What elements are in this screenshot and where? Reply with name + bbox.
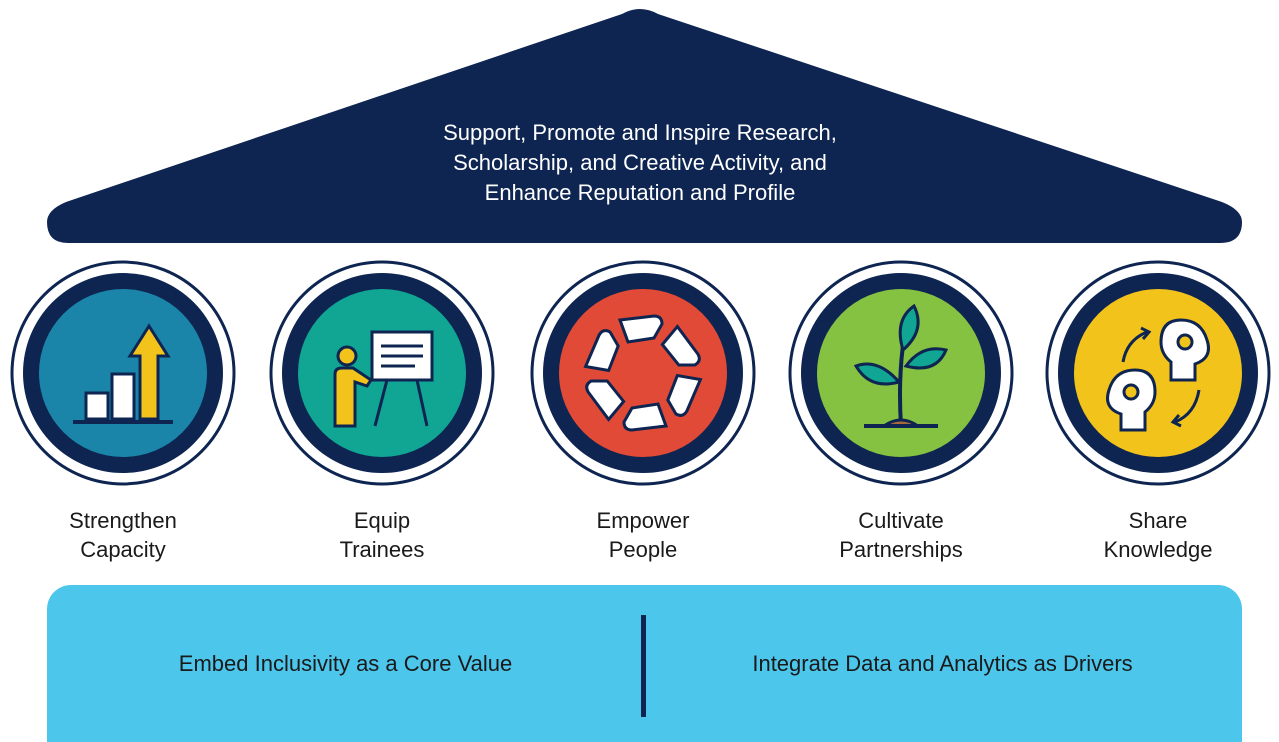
roof-line-2: Scholarship, and Creative Activity, and bbox=[453, 150, 827, 175]
growth-bar-chart-icon bbox=[73, 323, 173, 424]
pillar-badge bbox=[269, 260, 495, 486]
foundation-left-text: Embed Inclusivity as a Core Value bbox=[178, 650, 513, 676]
pillar-badge bbox=[10, 260, 236, 486]
pillar-equip-trainees: Equip Trainees bbox=[267, 258, 497, 564]
roof-line-1: Support, Promote and Inspire Research, bbox=[443, 120, 837, 145]
foundation-bar: Embed Inclusivity as a Core Value Integr… bbox=[47, 585, 1242, 742]
pillar-badge bbox=[788, 260, 1014, 486]
roof-line-3: Enhance Reputation and Profile bbox=[484, 180, 796, 205]
pillar-label: Cultivate Partnerships bbox=[839, 508, 963, 562]
pillar-share-knowledge: Share Knowledge bbox=[1043, 258, 1273, 564]
pillar-label: Strengthen Capacity bbox=[69, 508, 177, 562]
foundation-right-text: Integrate Data and Analytics as Drivers bbox=[752, 650, 1133, 676]
pillar-label: Empower People bbox=[596, 508, 690, 562]
foundation-divider bbox=[641, 615, 646, 717]
pillar-badge bbox=[1045, 260, 1271, 486]
sprouting-plant-icon bbox=[853, 303, 949, 428]
roof-shape bbox=[47, 9, 1242, 243]
roof-statement: Support, Promote and Inspire Research, S… bbox=[340, 118, 940, 208]
pillar-strengthen-capacity: Strengthen Capacity bbox=[8, 258, 238, 564]
pillar-cultivate-partnerships: Cultivate Partnerships bbox=[786, 258, 1016, 564]
joined-hands-circle-icon bbox=[583, 314, 703, 432]
pillar-label: Share Knowledge bbox=[1103, 508, 1213, 562]
presentation-teacher-icon bbox=[333, 330, 434, 428]
pillar-badge bbox=[530, 260, 756, 486]
exchanging-ideas-heads-icon bbox=[1106, 318, 1210, 432]
pillar-empower-people: Empower People bbox=[528, 258, 758, 564]
pillar-label: Equip Trainees bbox=[339, 508, 425, 562]
